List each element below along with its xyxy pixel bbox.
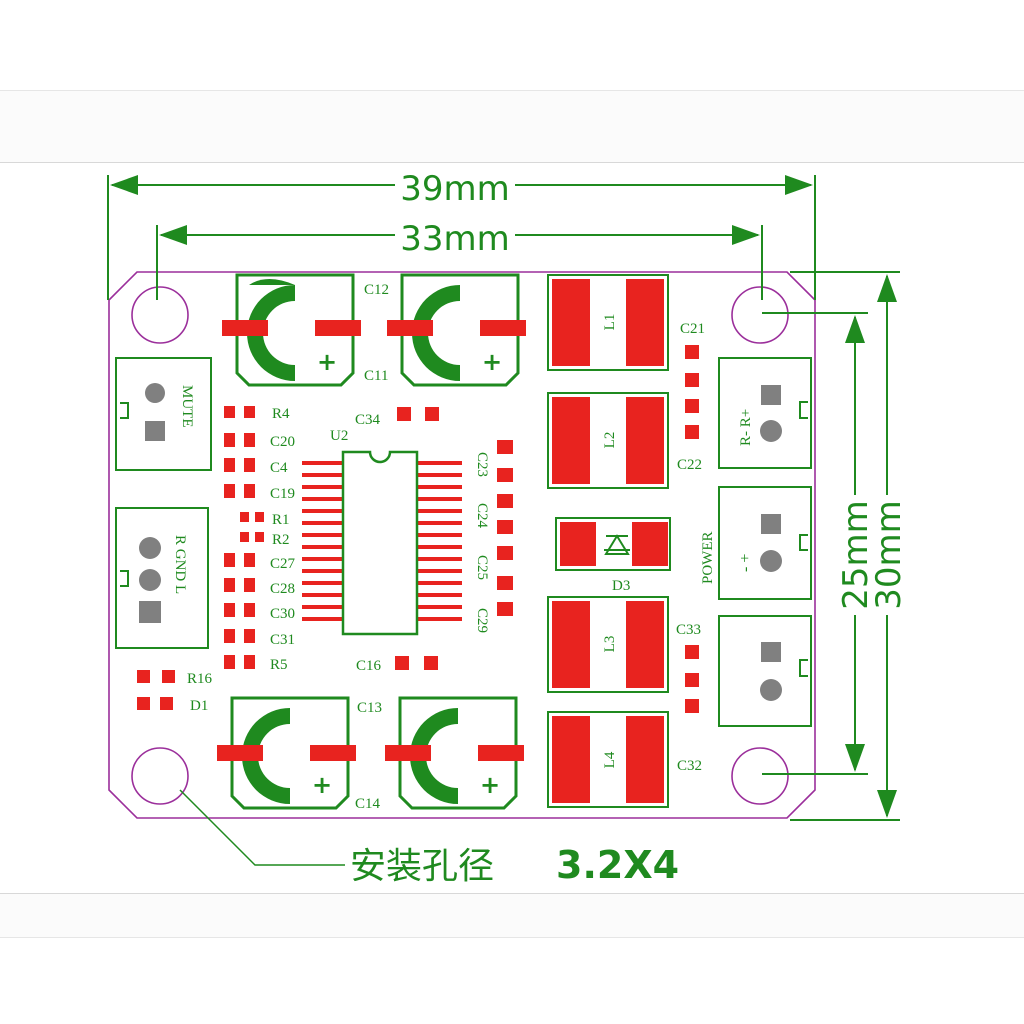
svg-text:C30: C30 xyxy=(270,606,295,622)
inductors xyxy=(547,274,669,808)
label-power: POWER xyxy=(700,532,716,585)
mount-leader xyxy=(179,789,345,866)
electrolytic-capacitors: + + + + xyxy=(217,273,526,810)
label-c32: C32 xyxy=(677,758,702,774)
svg-text:C23: C23 xyxy=(474,452,490,477)
dimension-lines xyxy=(107,175,900,821)
svg-text:C31: C31 xyxy=(270,632,295,648)
mount-note-value: 3.2X4 xyxy=(556,843,679,887)
svg-text:C27: C27 xyxy=(270,556,296,572)
label-l3: L3 xyxy=(602,636,618,653)
dim-height-holes: 25mm xyxy=(836,500,876,610)
label-input: R GND L xyxy=(172,535,188,594)
label-c14: C14 xyxy=(355,796,381,812)
svg-text:C25: C25 xyxy=(474,555,490,580)
svg-text:R5: R5 xyxy=(270,657,288,673)
label-l4: L4 xyxy=(602,751,618,768)
svg-text:C4: C4 xyxy=(270,460,288,476)
svg-text:+: + xyxy=(312,771,332,799)
label-speaker: R- R+ xyxy=(738,409,754,446)
diode-d3 xyxy=(555,517,671,571)
label-c21: C21 xyxy=(680,321,705,337)
label-c12: C12 xyxy=(364,282,389,298)
left-smd-pads xyxy=(137,345,699,713)
svg-text:R4: R4 xyxy=(272,406,290,422)
connector-power xyxy=(718,486,812,600)
label-d1: D1 xyxy=(190,698,208,714)
svg-text:R1: R1 xyxy=(272,512,290,528)
vertical-cap-labels: C23 C24 C25 C29 xyxy=(474,452,490,633)
svg-text:C20: C20 xyxy=(270,434,295,450)
label-r16: R16 xyxy=(187,671,213,687)
label-power-pins: - + xyxy=(737,554,754,572)
left-labels: R4 C20 C4 C19 R1 R2 C27 C28 C30 C31 R5 xyxy=(270,406,296,673)
mount-note-cn: 安装孔径 xyxy=(350,846,494,887)
dim-width-holes: 33mm xyxy=(400,219,510,259)
label-l2: L2 xyxy=(602,432,618,449)
ic-u2 xyxy=(302,450,462,636)
label-l1: L1 xyxy=(602,314,618,331)
label-c22: C22 xyxy=(677,457,702,473)
svg-text:C19: C19 xyxy=(270,486,295,502)
mounting-holes xyxy=(131,286,789,805)
dim-width-outer: 39mm xyxy=(400,169,510,209)
connector-aux xyxy=(718,615,812,727)
connector-mute xyxy=(115,357,212,471)
label-c34: C34 xyxy=(355,412,381,428)
svg-text:C24: C24 xyxy=(474,503,490,529)
label-c16: C16 xyxy=(356,658,382,674)
dim-height-outer: 30mm xyxy=(869,500,909,610)
svg-text:C29: C29 xyxy=(474,608,490,633)
svg-text:+: + xyxy=(482,348,502,376)
connector-speaker xyxy=(718,357,812,469)
svg-text:+: + xyxy=(317,348,337,376)
svg-text:R2: R2 xyxy=(272,532,290,548)
connector-input xyxy=(115,507,209,649)
label-d3: D3 xyxy=(612,578,630,594)
label-mute: MUTE xyxy=(179,385,195,428)
label-c11: C11 xyxy=(364,368,388,384)
svg-text:C28: C28 xyxy=(270,581,295,597)
label-c33: C33 xyxy=(676,622,701,638)
label-c13: C13 xyxy=(357,700,382,716)
label-u2: U2 xyxy=(330,428,348,444)
board-outline xyxy=(108,271,816,819)
svg-text:+: + xyxy=(480,771,500,799)
